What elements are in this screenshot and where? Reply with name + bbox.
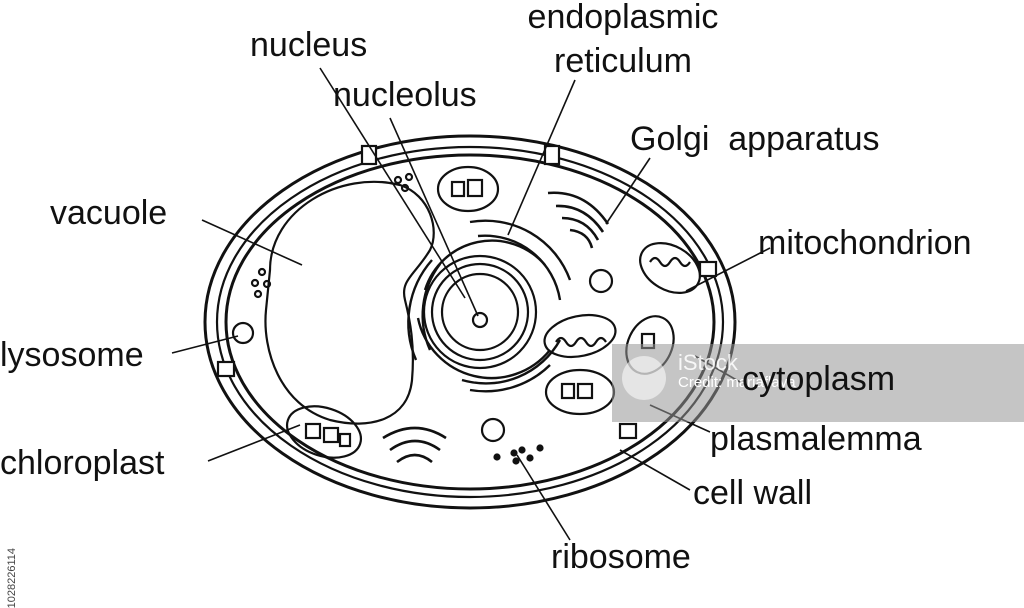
plasmodesma: [618, 422, 638, 440]
vacuole: [264, 180, 435, 425]
leader-nucleolus: [389, 117, 479, 317]
endoplasmic-reticulum: [407, 219, 572, 393]
label-ribosome: ribosome: [551, 538, 691, 576]
watermark-credit: Credit: mariaflaya: [678, 374, 796, 391]
label-er-line1: endoplasmic: [527, 0, 719, 36]
leader-vacuole: [201, 219, 303, 266]
chloroplast: [286, 165, 675, 459]
istock-logo-icon: [622, 356, 666, 400]
label-golgi-apparatus: Golgi apparatus: [630, 120, 880, 158]
label-nucleolus: nucleolus: [333, 76, 477, 114]
label-mitochondrion: mitochondrion: [758, 224, 972, 262]
leader-nucleus: [319, 67, 466, 299]
leader-golgi: [605, 157, 651, 225]
plasmodesma: [360, 144, 378, 166]
cell-wall: [203, 134, 737, 510]
watermark-banner: iStock Credit: mariaflaya: [612, 344, 1024, 422]
leader-lines: [171, 67, 771, 541]
label-cell-wall: cell wall: [693, 474, 813, 512]
label-plasmalemma: plasmalemma: [710, 420, 922, 458]
plasmodesma: [543, 144, 561, 166]
golgi-apparatus: [382, 191, 610, 464]
watermark-brand: iStock: [678, 350, 738, 375]
cell-wall-inner: [215, 145, 725, 499]
label-er-line2: reticulum: [554, 42, 692, 80]
leader-cell-wall: [619, 449, 691, 491]
mitochondrion: [543, 242, 701, 359]
leader-mitochondrion: [685, 247, 771, 292]
nucleus: [422, 254, 538, 370]
label-vacuole: vacuole: [50, 194, 168, 232]
plasmalemma: [224, 153, 716, 491]
lysosome: [231, 321, 255, 345]
stock-id: 1028226114: [6, 548, 18, 608]
ribosomes: [493, 444, 544, 465]
label-nucleus: nucleus: [250, 26, 368, 64]
leader-lysosome: [171, 335, 239, 354]
leader-er: [507, 79, 576, 236]
label-cytoplasm: cytoplasm: [742, 360, 896, 398]
leader-ribosome: [516, 454, 571, 541]
label-chloroplast: chloroplast: [0, 444, 165, 482]
vesicle: [588, 268, 614, 294]
label-lysosome: lysosome: [0, 336, 144, 374]
leader-chloroplast: [207, 424, 301, 462]
plasmodesma: [698, 260, 718, 278]
plasmodesma: [216, 360, 236, 378]
plant-cell-diagram: [171, 67, 771, 541]
nucleolus: [471, 311, 489, 329]
vesicle: [480, 417, 506, 443]
